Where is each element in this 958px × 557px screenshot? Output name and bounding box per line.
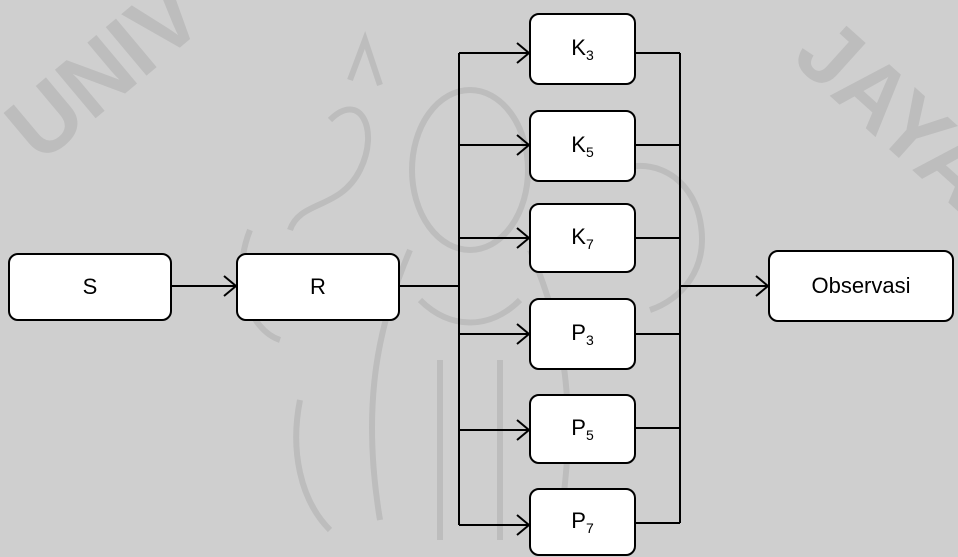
node-p5-label: P5 [571, 415, 594, 443]
node-p5: P5 [529, 394, 636, 464]
node-s-label: S [82, 274, 98, 299]
node-p7: P7 [529, 488, 636, 556]
watermark-text-right: JAYA [777, 0, 958, 228]
node-k5-label: K5 [571, 132, 594, 160]
node-k7-label: K7 [571, 224, 594, 252]
node-k3-label: K3 [571, 35, 594, 63]
node-observasi: Observasi [768, 250, 954, 322]
node-s: S [8, 253, 172, 321]
node-observasi-label: Observasi [811, 273, 911, 298]
node-p3: P3 [529, 298, 636, 370]
node-p7-label: P7 [571, 508, 594, 536]
node-p3-label: P3 [571, 320, 594, 348]
node-r: R [236, 253, 400, 321]
node-k7: K7 [529, 203, 636, 273]
node-k3: K3 [529, 13, 636, 85]
node-r-label: R [310, 274, 326, 299]
watermark-text-left: UNIV [0, 0, 221, 180]
node-k5: K5 [529, 110, 636, 182]
